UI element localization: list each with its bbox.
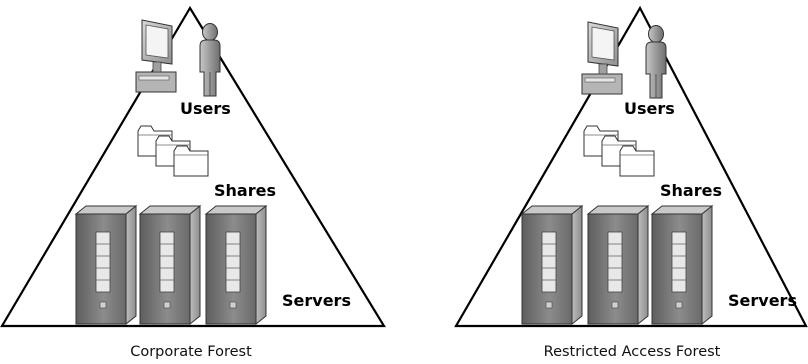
forest-triangle xyxy=(0,5,386,328)
corporate-forest-caption: Corporate Forest xyxy=(130,344,252,360)
shares-label: Shares xyxy=(660,181,722,200)
server-tower-icon xyxy=(139,205,201,325)
server-tower-icon xyxy=(651,205,713,325)
server-tower-icon xyxy=(205,205,267,325)
computer-icon xyxy=(581,21,623,95)
restricted-access-forest-group: Users Shares Servers Restricted Access F… xyxy=(454,5,808,360)
restricted-access-forest-caption: Restricted Access Forest xyxy=(544,344,721,360)
servers-label: Servers xyxy=(282,291,351,310)
server-tower-icon xyxy=(587,205,649,325)
corporate-forest-group: Users Shares Servers Corporate Forest xyxy=(0,5,386,360)
person-icon xyxy=(199,23,221,97)
users-label: Users xyxy=(624,99,675,118)
folder-icon xyxy=(619,145,655,177)
shares-label: Shares xyxy=(214,181,276,200)
forest-triangle xyxy=(454,5,808,328)
server-tower-icon xyxy=(75,205,137,325)
folder-icon xyxy=(173,145,209,177)
servers-label: Servers xyxy=(728,291,797,310)
users-label: Users xyxy=(180,99,231,118)
computer-icon xyxy=(135,19,177,93)
server-tower-icon xyxy=(521,205,583,325)
person-icon xyxy=(645,25,667,99)
